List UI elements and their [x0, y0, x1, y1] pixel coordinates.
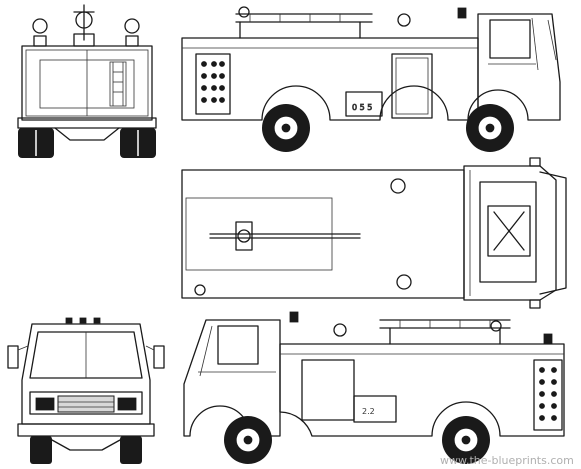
rear-view	[17, 4, 157, 158]
top-monitor	[209, 221, 361, 251]
rear-top-fittings	[32, 4, 140, 47]
right-side-compartment	[301, 359, 355, 421]
right-side-view: 2.2	[183, 311, 565, 464]
right-side-front-wheel	[224, 416, 272, 464]
side-compartment-door	[391, 53, 433, 119]
side-body	[181, 37, 479, 121]
top-view	[181, 157, 567, 309]
front-bumper	[17, 423, 155, 437]
front-windshield	[29, 331, 143, 379]
right-side-cab	[183, 319, 281, 437]
front-view	[7, 317, 165, 464]
front-left-wheel	[30, 436, 52, 464]
side-pump-panel	[195, 53, 231, 115]
rear-body	[21, 45, 153, 121]
right-side-body	[279, 343, 565, 437]
left-side-view: 0 5 5	[181, 6, 561, 152]
side-front-wheel	[466, 104, 514, 152]
right-side-cab-window	[217, 325, 259, 365]
right-side-rear-wheel	[442, 416, 490, 464]
right-roof-ladder	[379, 319, 511, 345]
side-cab	[467, 13, 561, 121]
right-side-pump-panel	[533, 359, 563, 431]
rear-bumper	[17, 117, 157, 129]
svg-text:0 5 5: 0 5 5	[352, 103, 372, 112]
side-rear-wheel	[262, 104, 310, 152]
watermark-text: www.the-blueprints.com	[440, 454, 574, 467]
side-cab-window	[489, 19, 531, 59]
front-right-wheel	[120, 436, 142, 464]
front-grille	[29, 391, 143, 415]
svg-text:2.2: 2.2	[362, 407, 375, 416]
roof-ladder	[235, 13, 373, 39]
